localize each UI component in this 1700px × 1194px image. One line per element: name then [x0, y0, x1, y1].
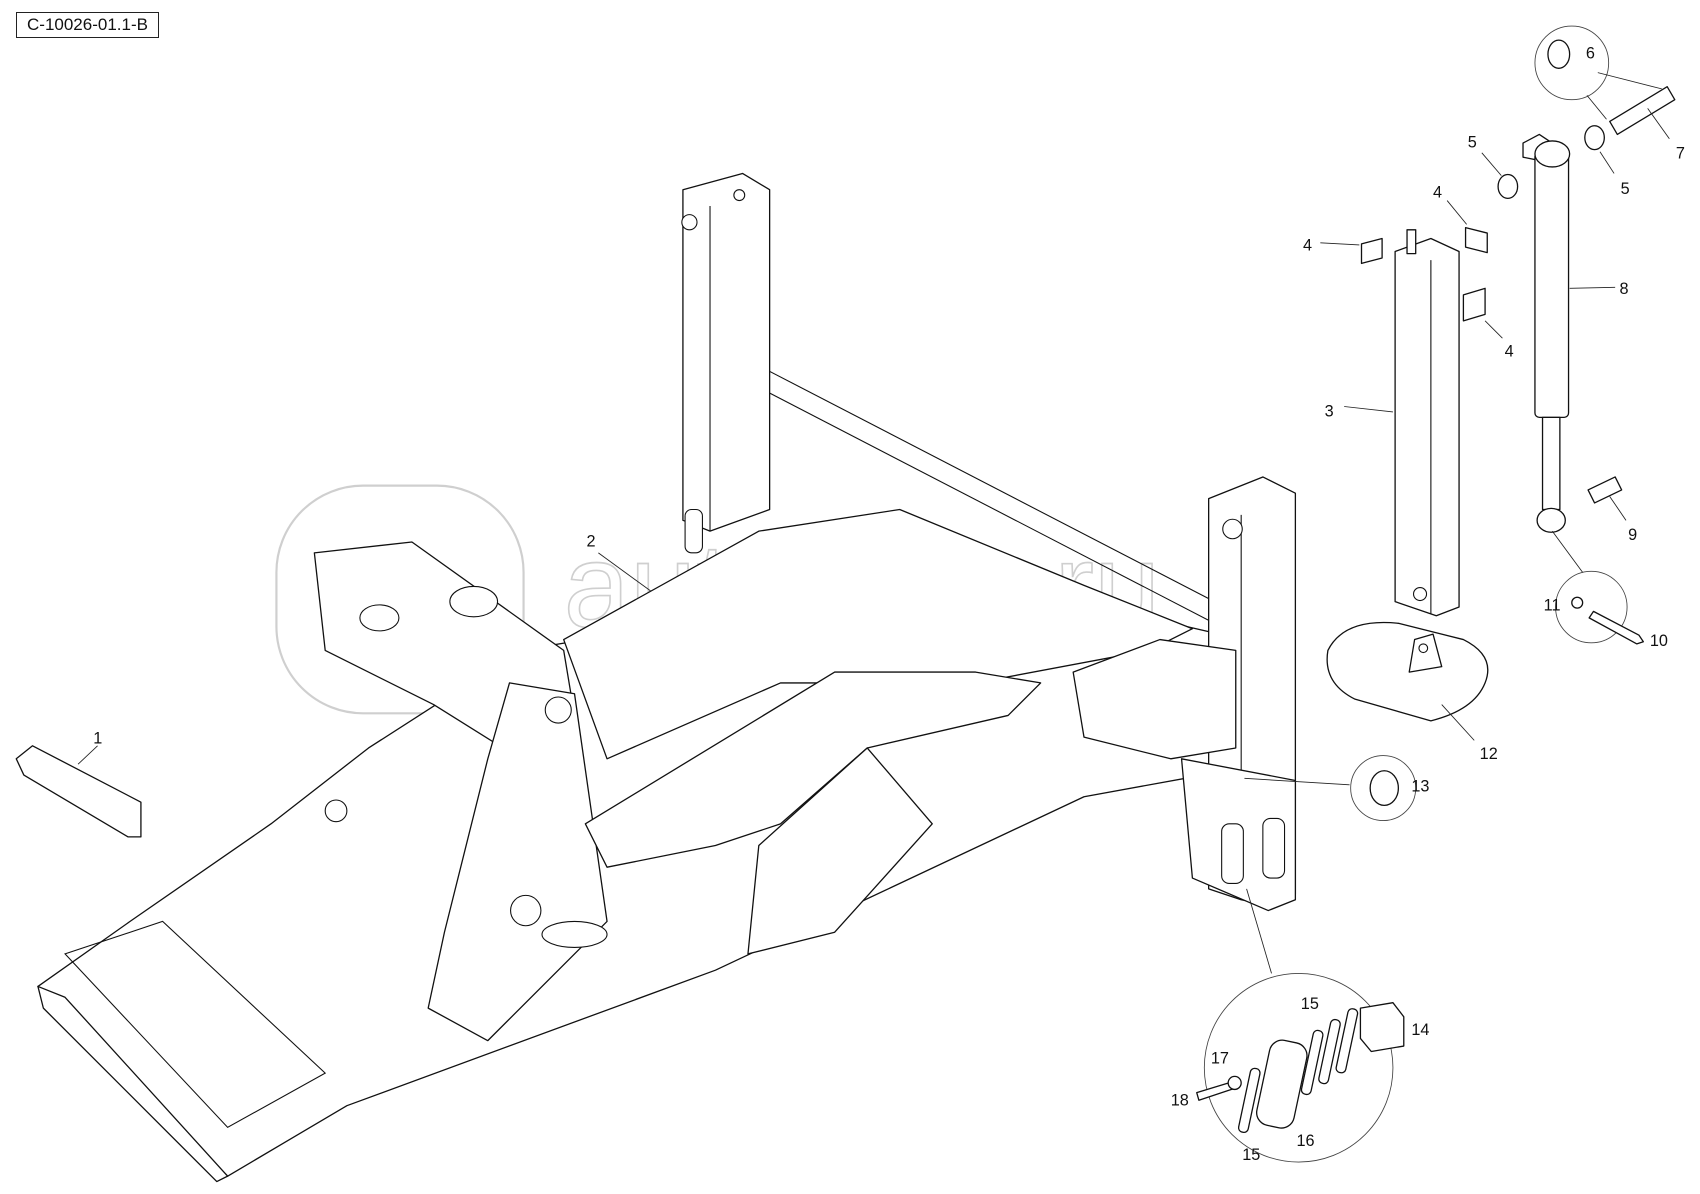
- part-4-pad: [1462, 287, 1486, 322]
- main-frame: [37, 368, 1297, 1183]
- part-11-nut: [1571, 596, 1584, 609]
- part-13-detail-circle: [1350, 755, 1417, 822]
- callout-9: 9: [1628, 526, 1637, 544]
- callout-3: 3: [1325, 402, 1334, 420]
- part-1-plate: [15, 745, 142, 838]
- callout-6: 6: [1586, 45, 1595, 63]
- part-15-shim: [1237, 1067, 1261, 1134]
- callout-5: 5: [1621, 180, 1630, 198]
- callout-17: 17: [1211, 1049, 1229, 1067]
- part-15-shim: [1318, 1018, 1341, 1085]
- part-5-bushing: [1497, 173, 1519, 200]
- part-17-washer: [1227, 1075, 1242, 1091]
- callout-15: 15: [1242, 1146, 1260, 1164]
- rear-upright-left: [681, 172, 771, 554]
- part-4-pad: [1464, 226, 1488, 254]
- callout-4: 4: [1303, 236, 1312, 254]
- part-10-11-detail-circle: [1555, 570, 1628, 644]
- part-13-cap: [1369, 770, 1400, 807]
- callout-4: 4: [1505, 343, 1514, 361]
- callout-16: 16: [1296, 1132, 1314, 1150]
- drawing-reference-code: C-10026-01.1-B: [16, 12, 159, 38]
- parts-14-18-detail-circle: [1203, 972, 1394, 1163]
- part-16-guide: [1256, 1039, 1308, 1129]
- callout-12: 12: [1480, 745, 1498, 763]
- rear-upright-right: [1072, 476, 1297, 912]
- part-15-shim: [1335, 1008, 1359, 1074]
- part-9-pin: [1587, 476, 1623, 504]
- part-4-pad: [1360, 237, 1383, 265]
- part-12-base-plate: [1326, 621, 1489, 722]
- part-5-bushing: [1584, 125, 1605, 151]
- part-7-pin: [1609, 86, 1676, 136]
- callout-10: 10: [1650, 632, 1668, 650]
- callout-15: 15: [1301, 995, 1319, 1013]
- part-6-detail-circle: [1534, 25, 1610, 101]
- callout-1: 1: [93, 730, 102, 748]
- callout-5: 5: [1468, 133, 1477, 151]
- callout-13: 13: [1411, 777, 1429, 795]
- callout-2: 2: [586, 532, 595, 550]
- part-3-column: [1394, 229, 1460, 617]
- callout-8: 8: [1619, 280, 1628, 298]
- callout-7: 7: [1676, 144, 1685, 162]
- part-6-snap-ring: [1547, 39, 1571, 69]
- part-8-hydraulic-cylinder: [1522, 133, 1571, 533]
- part-10-bolt: [1588, 610, 1644, 645]
- callout-4: 4: [1433, 183, 1442, 201]
- part-15-shim: [1300, 1029, 1324, 1096]
- callout-18: 18: [1171, 1092, 1189, 1110]
- callout-11: 11: [1544, 596, 1561, 614]
- part-14-wear-pad: [1359, 1002, 1405, 1053]
- callout-14: 14: [1411, 1021, 1429, 1039]
